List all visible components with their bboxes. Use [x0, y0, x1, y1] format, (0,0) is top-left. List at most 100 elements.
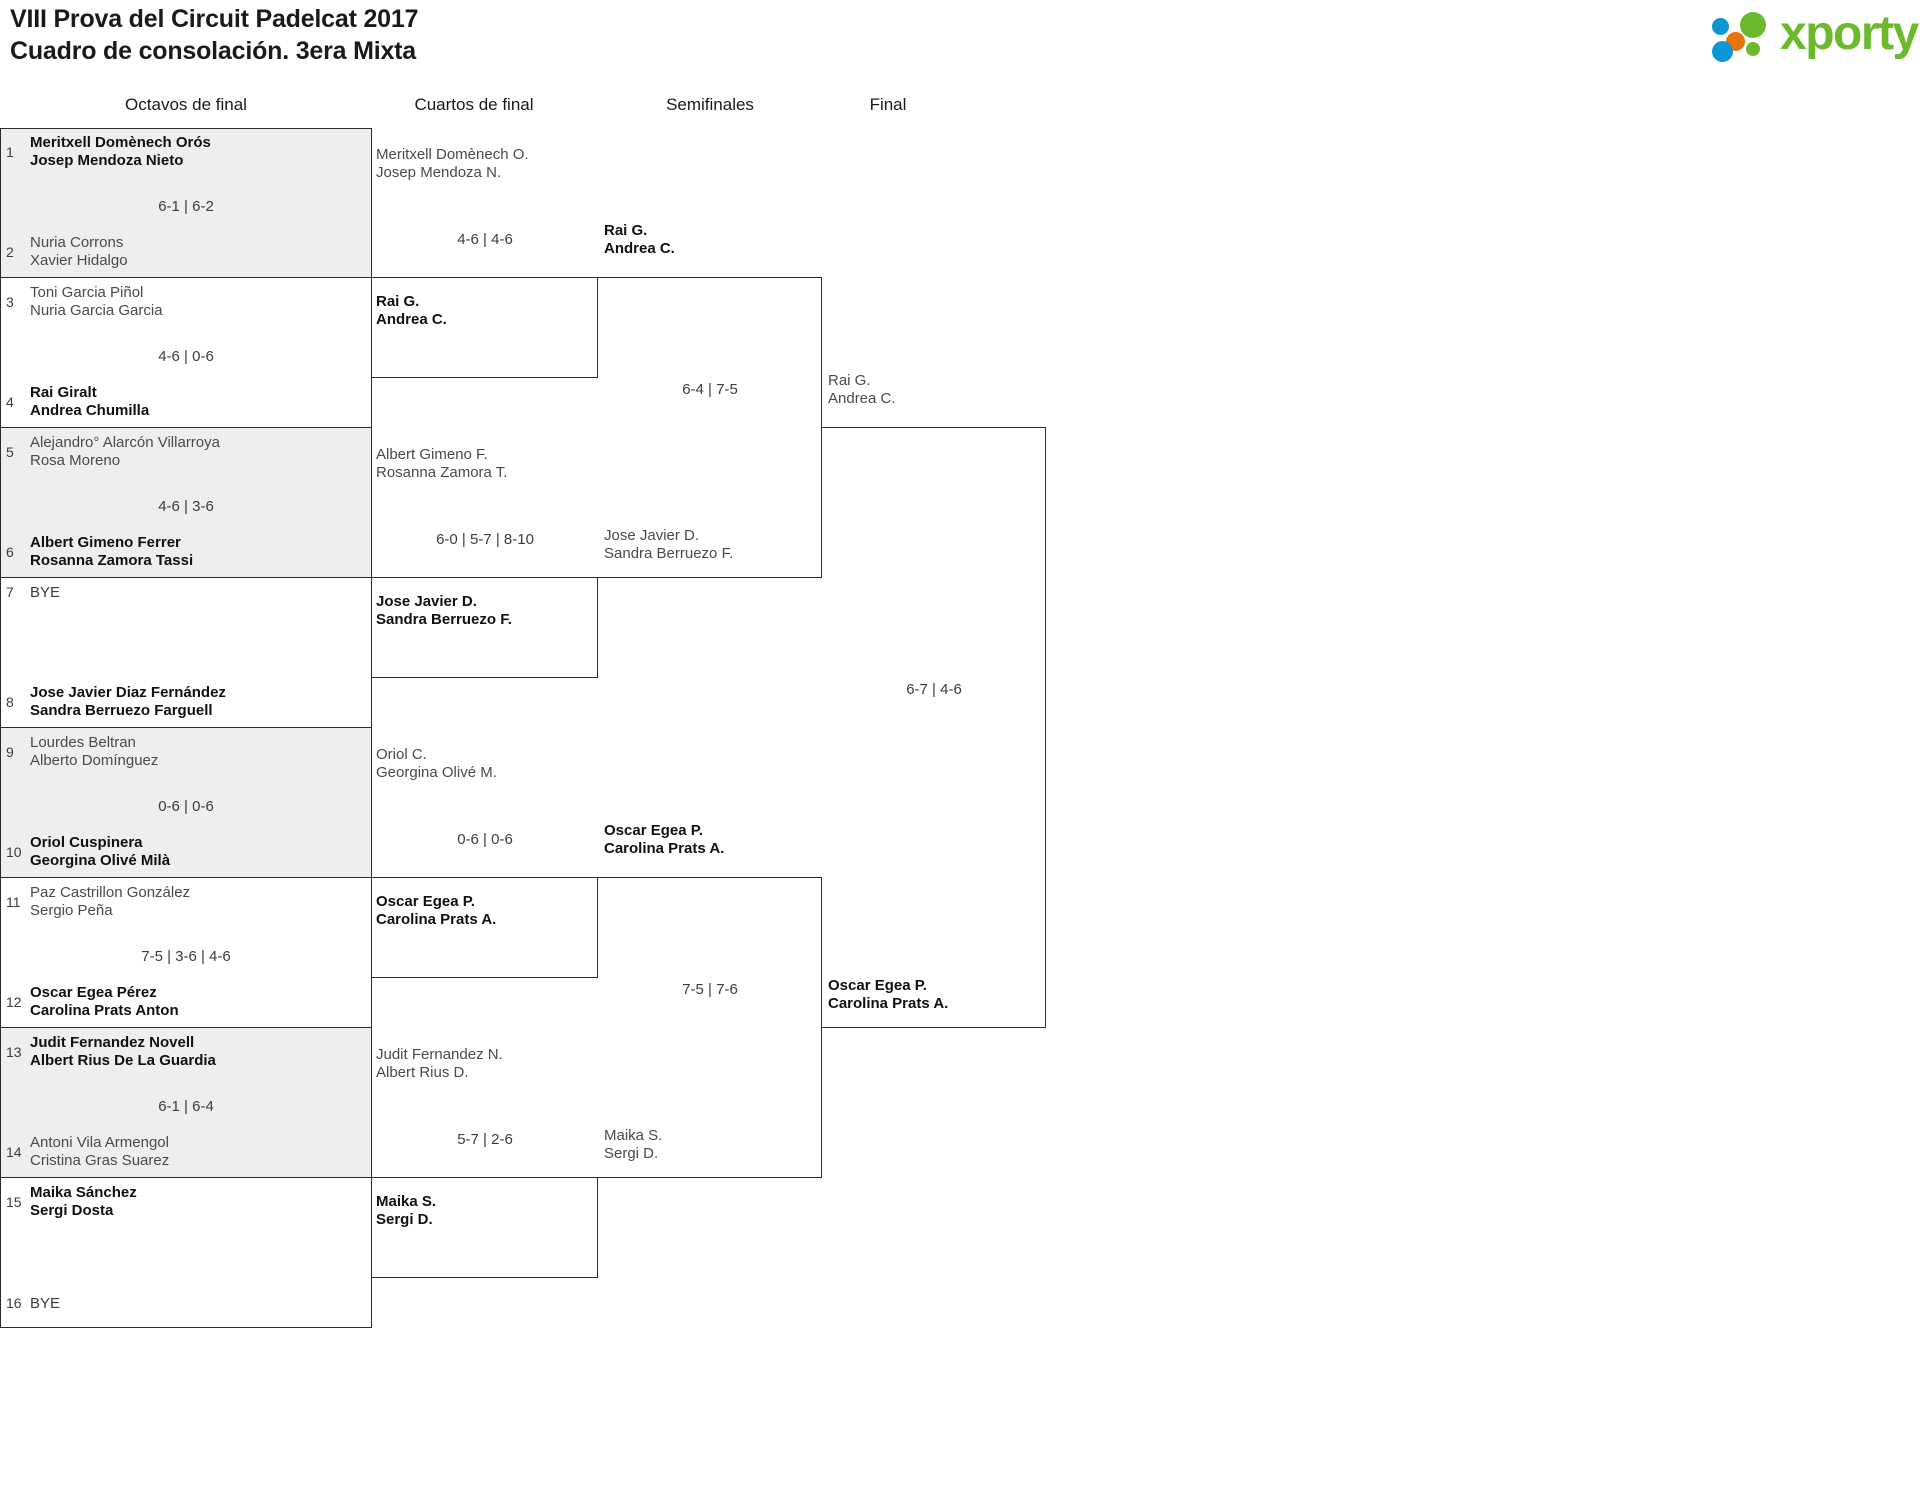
player-2: Carolina Prats Anton: [30, 1002, 179, 1020]
seed-player-names: Albert Gimeno Ferrer Rosanna Zamora Tass…: [30, 534, 193, 571]
round1-score-1: 6-1 | 6-2: [158, 198, 214, 215]
player-1: Oriol C.: [376, 746, 427, 763]
r2-m2-score: 6-0 | 5-7 | 8-10: [436, 531, 534, 548]
seed-band-3: [0, 428, 372, 578]
r2-m3-bottom-team[interactable]: Oscar Egea P. Carolina Prats A.: [376, 893, 496, 930]
r2-m3-score: 0-6 | 0-6: [457, 831, 513, 848]
player-1: Judit Fernandez N.: [376, 1046, 503, 1063]
round1-score-3: 4-6 | 3-6: [158, 498, 214, 515]
seed-band-4: [0, 578, 372, 728]
seed-band-6: [0, 878, 372, 1028]
player-2: Andrea C.: [604, 240, 675, 258]
r2-m2-connector: [372, 577, 598, 678]
player-1: Oriol Cuspinera: [30, 834, 143, 851]
player-1: Maika S.: [604, 1127, 663, 1144]
title-line-1: VIII Prova del Circuit Padelcat 2017: [10, 5, 419, 33]
r2-m2-bottom-team[interactable]: Jose Javier D. Sandra Berruezo F.: [376, 593, 512, 630]
player-2: Josep Mendoza N.: [376, 164, 502, 182]
round-header-octavos: Octavos de final: [125, 95, 247, 114]
seed-player-names: Lourdes Beltran Alberto Domínguez: [30, 734, 158, 771]
r2-m1-top-team[interactable]: Meritxell Domènech O. Josep Mendoza N.: [376, 146, 529, 183]
seed-player-names: Alejandro° Alarcón Villarroya Rosa Moren…: [30, 434, 220, 471]
player-2: Rosanna Zamora Tassi: [30, 552, 194, 570]
seed-number: 6: [6, 544, 14, 560]
player-2: Andrea C.: [376, 311, 447, 329]
player-2: Sandra Berruezo F.: [604, 545, 734, 563]
seed-player-names: Antoni Vila Armengol Cristina Gras Suare…: [30, 1134, 169, 1171]
player-1: Oscar Egea P.: [376, 893, 475, 910]
player-1: Alejandro° Alarcón Villarroya: [30, 434, 220, 451]
player-1: Oscar Egea Pérez: [30, 984, 157, 1001]
r3-m2-connector: [598, 877, 822, 1178]
seed-band-7: [0, 1028, 372, 1178]
r3-m1-top-team[interactable]: Rai G. Andrea C.: [604, 222, 675, 259]
round1-score-7: 6-1 | 6-4: [158, 1098, 214, 1115]
r2-m3-top-team[interactable]: Oriol C. Georgina Olivé M.: [376, 746, 497, 783]
seed-player-names: Jose Javier Diaz Fernández Sandra Berrue…: [30, 684, 226, 721]
r2-m1-score: 4-6 | 4-6: [457, 231, 513, 248]
seed-number: 15: [6, 1194, 22, 1210]
player-2: Alberto Domínguez: [30, 752, 159, 770]
seed-number: 4: [6, 394, 14, 410]
player-1: Rai G.: [828, 372, 871, 389]
seed-number: 1: [6, 144, 14, 160]
player-1: Rai G.: [376, 293, 420, 310]
player-1: Albert Gimeno F.: [376, 446, 488, 463]
player-2: Nuria Garcia Garcia: [30, 302, 163, 320]
seed-player-names: Maika Sánchez Sergi Dosta: [30, 1184, 137, 1221]
r2-m4-connector: [372, 1177, 598, 1278]
r2-m4-top-team[interactable]: Judit Fernandez N. Albert Rius D.: [376, 1046, 503, 1083]
seed-number: 13: [6, 1044, 22, 1060]
player-2: Andrea C.: [828, 390, 896, 408]
player-1: Antoni Vila Armengol: [30, 1134, 169, 1151]
r3-m1-bottom-team[interactable]: Jose Javier D. Sandra Berruezo F.: [604, 527, 733, 564]
seed-player-names: Nuria Corrons Xavier Hidalgo: [30, 234, 128, 271]
r2-m1-connector: [372, 277, 598, 378]
seed-number: 11: [6, 894, 21, 910]
player-1: Meritxell Domènech Orós: [30, 134, 211, 151]
round-header-cuartos: Cuartos de final: [414, 95, 534, 114]
seed-band-1: [0, 128, 372, 278]
r4-top-team[interactable]: Rai G. Andrea C.: [828, 372, 896, 409]
player-1: Maika S.: [376, 1193, 437, 1210]
r4-connector: [822, 427, 1046, 1028]
round1-score-2: 4-6 | 0-6: [158, 348, 214, 365]
seed-number: 5: [6, 444, 14, 460]
title-line-2: Cuadro de consolación. 3era Mixta: [10, 36, 417, 65]
r2-m2-top-team[interactable]: Albert Gimeno F. Rosanna Zamora T.: [376, 446, 507, 483]
seed-bye-label: BYE: [30, 1295, 61, 1312]
r2-m3-connector: [372, 877, 598, 978]
seed-number: 8: [6, 694, 14, 710]
r4-bottom-team[interactable]: Oscar Egea P. Carolina Prats A.: [828, 977, 948, 1014]
seed-bye-label: BYE: [30, 584, 61, 601]
seed-player-names: Rai Giralt Andrea Chumilla: [30, 384, 149, 421]
logo-dots-icon: [1712, 12, 1788, 62]
player-2: Carolina Prats A.: [604, 840, 725, 858]
player-1: Rai G.: [604, 222, 648, 239]
seed-band-2: [0, 278, 372, 428]
seed-number: 16: [6, 1295, 22, 1311]
r3-m1-connector: [598, 277, 822, 578]
player-1: Toni Garcia Piñol: [30, 284, 144, 301]
seed-number: 2: [6, 244, 14, 260]
player-1: Meritxell Domènech O.: [376, 146, 529, 163]
round1-left-rule: [0, 128, 1, 1328]
round1-score-6: 7-5 | 3-6 | 4-6: [141, 948, 231, 965]
player-1: Lourdes Beltran: [30, 734, 136, 751]
r4-score: 6-7 | 4-6: [906, 681, 962, 698]
r3-m2-score: 7-5 | 7-6: [682, 981, 738, 998]
player-1: Nuria Corrons: [30, 234, 124, 251]
r3-m2-bottom-team[interactable]: Maika S. Sergi D.: [604, 1127, 662, 1164]
player-2: Sandra Berruezo Farguell: [30, 702, 213, 720]
seed-player-names: Oscar Egea Pérez Carolina Prats Anton: [30, 984, 179, 1021]
player-2: Josep Mendoza Nieto: [30, 152, 184, 170]
seed-player-names: Oriol Cuspinera Georgina Olivé Milà: [30, 834, 170, 871]
player-1: Jose Javier D.: [376, 593, 477, 610]
r2-m4-bottom-team[interactable]: Maika S. Sergi D.: [376, 1193, 436, 1230]
r2-m1-bottom-team[interactable]: Rai G. Andrea C.: [376, 293, 447, 330]
r3-m2-top-team[interactable]: Oscar Egea P. Carolina Prats A.: [604, 822, 724, 859]
player-1: Paz Castrillon González: [30, 884, 191, 901]
player-2: Georgina Olivé Milà: [30, 852, 171, 870]
player-1: Oscar Egea P.: [828, 977, 927, 994]
player-1: Jose Javier D.: [604, 527, 700, 544]
